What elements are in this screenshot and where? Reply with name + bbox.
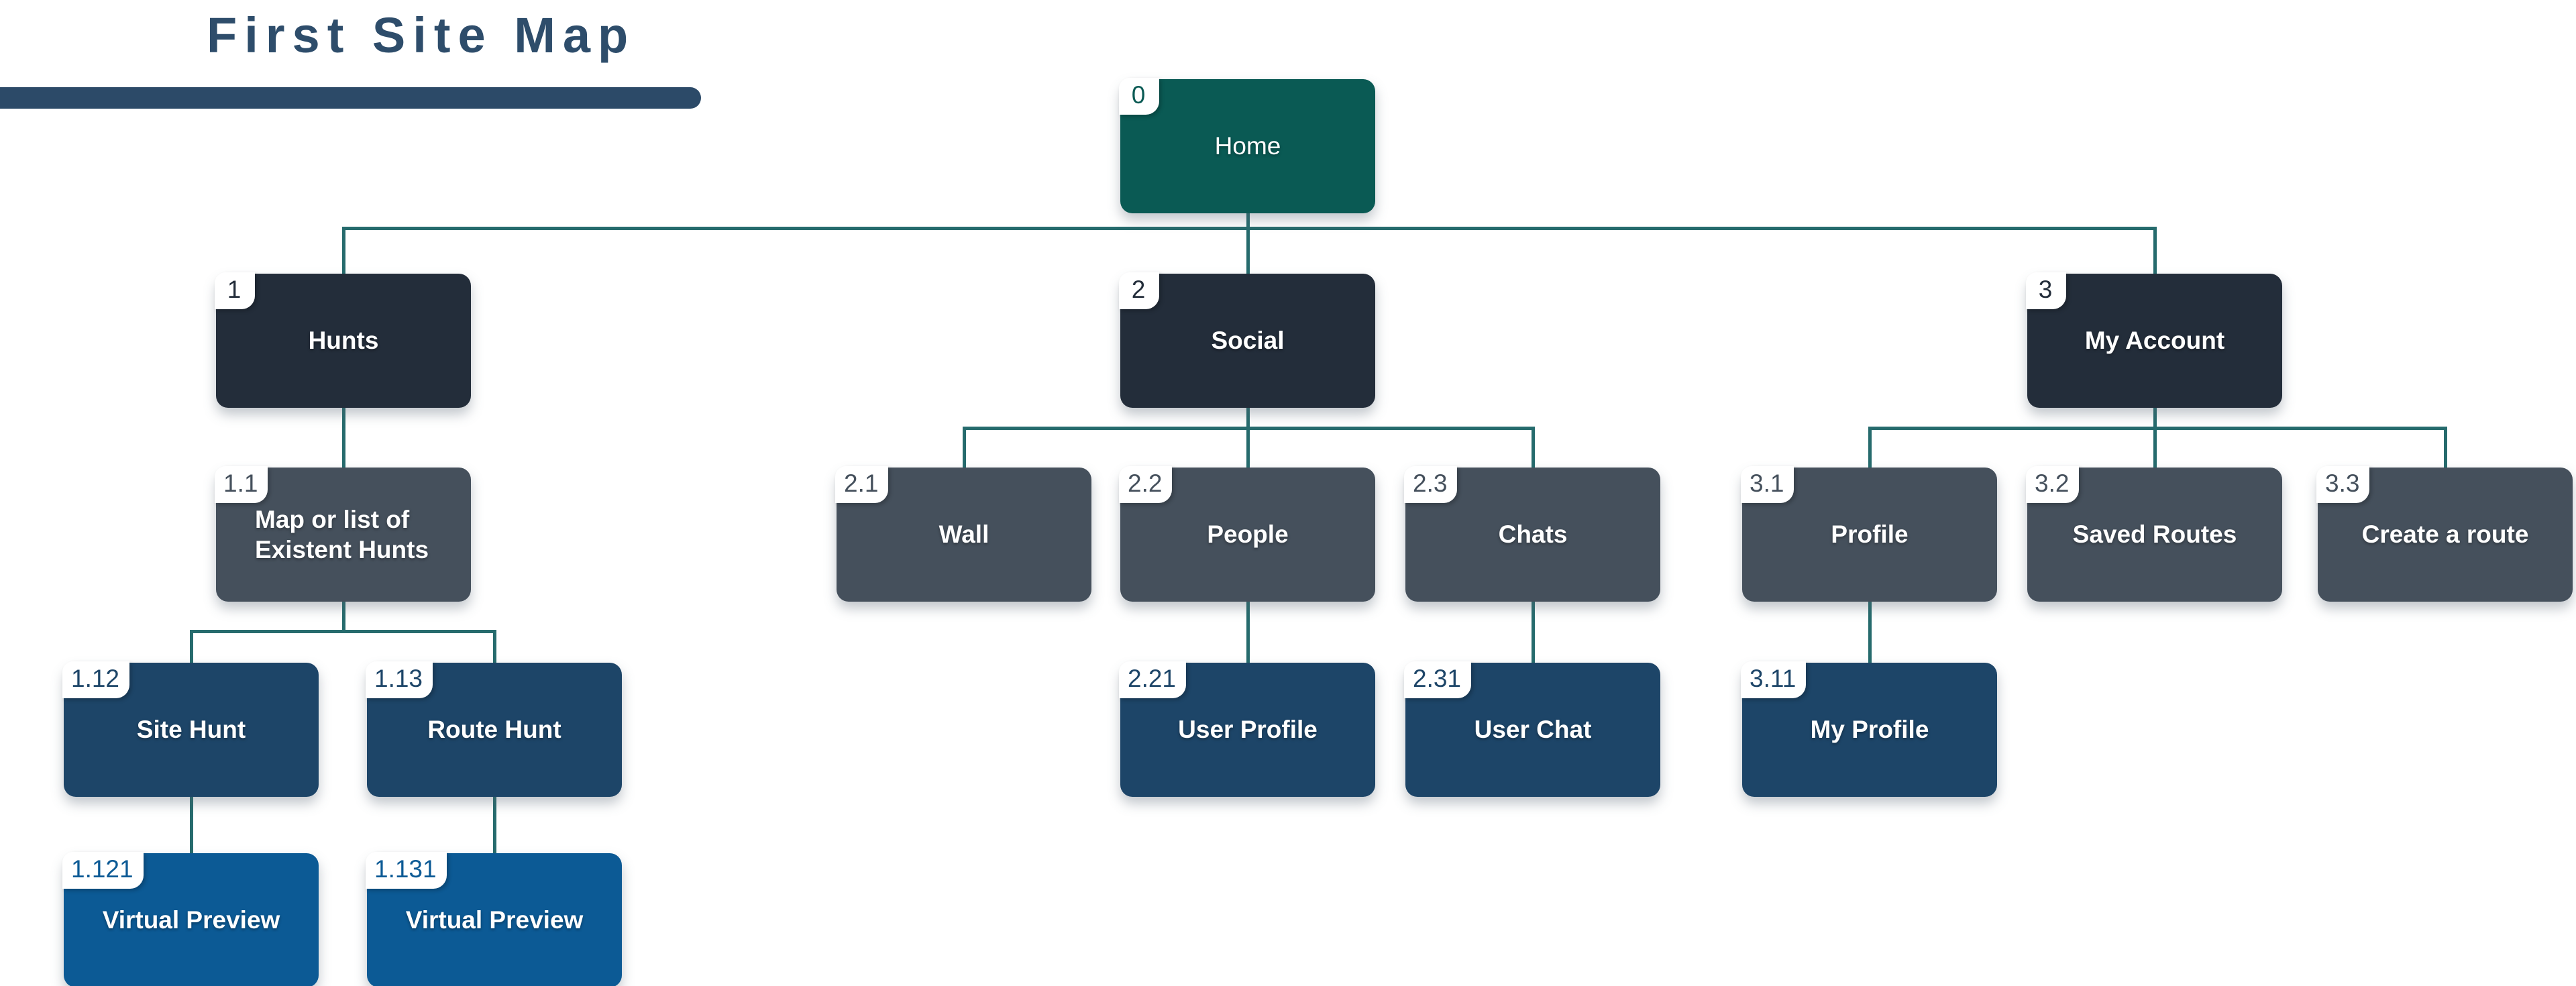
connector-segment bbox=[1868, 428, 1872, 468]
connector-segment bbox=[1246, 428, 1250, 468]
connector-segment bbox=[1246, 408, 1250, 428]
node-badge: 2.2 bbox=[1119, 466, 1173, 503]
connector-segment bbox=[2153, 228, 2157, 274]
node-label: My Profile bbox=[1810, 716, 1929, 744]
connector-segment bbox=[1246, 228, 1250, 274]
node-label: Chats bbox=[1498, 521, 1568, 549]
node-badge: 2.21 bbox=[1119, 661, 1187, 698]
connector-segment bbox=[341, 602, 345, 631]
node-label: Home bbox=[1214, 132, 1281, 160]
connector-segment bbox=[492, 797, 496, 853]
node-badge: 2 bbox=[1119, 272, 1159, 309]
node-label: Virtual Preview bbox=[405, 906, 584, 934]
connector-segment bbox=[189, 631, 193, 663]
node-badge: 3.1 bbox=[1741, 466, 1794, 503]
node-badge: 3.2 bbox=[2026, 466, 2080, 503]
title-underline-bar bbox=[0, 87, 701, 109]
connector-segment bbox=[2443, 428, 2447, 468]
node-label: Hunts bbox=[308, 327, 379, 355]
node-label: Site Hunt bbox=[136, 716, 246, 744]
node-label: User Profile bbox=[1178, 716, 1318, 744]
node-label: Wall bbox=[938, 521, 989, 549]
node-badge: 1 bbox=[215, 272, 255, 309]
node-label: My Account bbox=[2084, 327, 2225, 355]
node-badge: 2.3 bbox=[1404, 466, 1458, 503]
connector-segment bbox=[1246, 602, 1250, 663]
node-3[interactable]: 3 My Account bbox=[2026, 272, 2282, 408]
connector-segment bbox=[189, 797, 193, 853]
node-badge: 1.1 bbox=[215, 466, 268, 503]
connector-segment bbox=[2153, 428, 2157, 468]
node-badge: 3.11 bbox=[1741, 661, 1807, 698]
connector-segment bbox=[1868, 602, 1872, 663]
page-title: First Site Map bbox=[207, 7, 636, 63]
node-badge: 1.131 bbox=[366, 852, 447, 889]
node-label: Profile bbox=[1831, 521, 1909, 549]
node-badge: 1.13 bbox=[366, 661, 433, 698]
node-badge: 0 bbox=[1119, 78, 1159, 115]
node-label: Virtual Preview bbox=[102, 906, 280, 934]
node-label: Saved Routes bbox=[2072, 521, 2237, 549]
connector-segment bbox=[341, 228, 345, 274]
node-badge: 1.121 bbox=[62, 852, 144, 889]
connector-segment bbox=[2153, 408, 2157, 428]
node-label: User Chat bbox=[1474, 716, 1592, 744]
node-label: People bbox=[1207, 521, 1289, 549]
connector-segment bbox=[341, 408, 345, 468]
connector-segment bbox=[1868, 426, 2447, 430]
connector-segment bbox=[1531, 428, 1535, 468]
node-badge: 3 bbox=[2026, 272, 2066, 309]
node-label: Social bbox=[1211, 327, 1285, 355]
connector-segment bbox=[492, 631, 496, 663]
node-badge: 3.3 bbox=[2316, 466, 2370, 503]
node-badge: 1.12 bbox=[62, 661, 130, 698]
node-label: Map or list of Existent Hunts bbox=[255, 505, 429, 563]
node-badge: 2.1 bbox=[835, 466, 889, 503]
node-label: Create a route bbox=[2361, 521, 2529, 549]
node-badge: 2.31 bbox=[1404, 661, 1472, 698]
node-label: Route Hunt bbox=[427, 716, 561, 744]
connector-segment bbox=[189, 629, 496, 633]
connector-segment bbox=[962, 428, 966, 468]
connector-segment bbox=[1531, 602, 1535, 663]
connector-segment bbox=[1246, 213, 1250, 228]
